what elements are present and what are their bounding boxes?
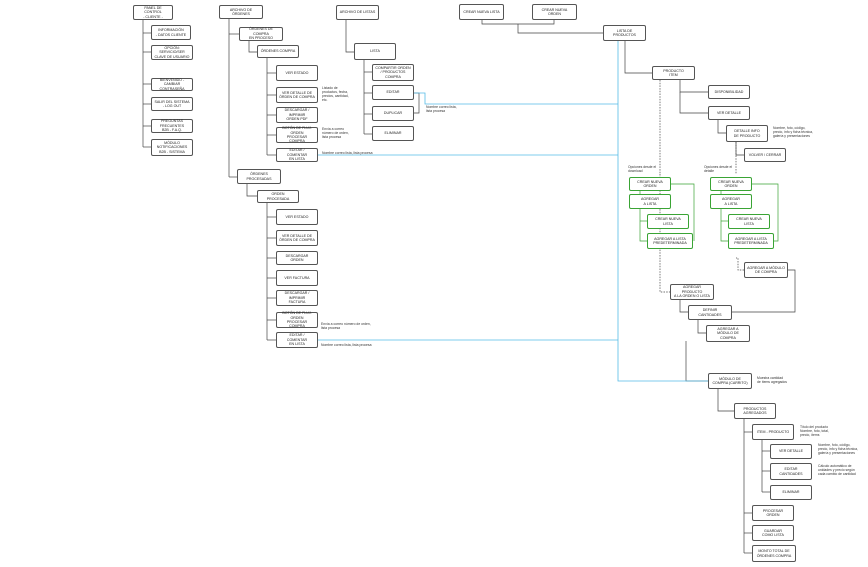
node-panel-control[interactable]: PANEL DE CONTROL - CLIENTE - — [133, 5, 173, 20]
node-editar-cantidades[interactable]: EDITAR CANTIDADES — [770, 463, 812, 480]
connector-line — [679, 300, 688, 313]
node-modulo-compra[interactable]: MÓDULO DE COMPRA (CARRITO) — [708, 373, 752, 389]
node-ver-estado-a[interactable]: VER ESTADO — [276, 65, 318, 81]
connector-line — [517, 24, 603, 34]
connector-line — [735, 142, 744, 156]
node-compartir[interactable]: COMPARTIR ORDEN / PRODUCTOS COMPRA — [372, 64, 414, 81]
connector-line — [345, 20, 354, 53]
connector-line — [481, 20, 555, 25]
node-informacion[interactable]: INFORMACIÓN - DATOS CLIENTE — [151, 25, 191, 40]
node-boton-flujo-b[interactable]: BOTÓN DE FLUJ. ORDEN PROCESAR COMPRA — [276, 311, 318, 328]
node-archivo-listas[interactable]: ARCHIVO DE LISTAS — [336, 5, 379, 20]
connector-line — [685, 341, 708, 382]
node-editar-a[interactable]: EDITAR / COMENTAR EN LISTA — [276, 148, 318, 162]
connector-line — [717, 120, 726, 134]
node-editar-lista[interactable]: EDITAR — [372, 85, 414, 100]
node-agregar-producto[interactable]: AGREGAR PRODUCTO A LA ORDEN O LISTA — [670, 284, 714, 300]
node-orden-procesada[interactable]: ORDEN PROCESADA — [257, 190, 299, 203]
node-ver-detalle-a[interactable]: VER DETALLE DE ÓRDEN DE COMPRA — [276, 87, 318, 103]
node-boton-flujo-a[interactable]: BOTÓN DE FLUJ. ORDEN PROCESAR COMPRA — [276, 126, 318, 143]
note-opciones-left: Opciones desde el download — [628, 165, 657, 174]
node-ordenes-procesadas[interactable]: ÓRDENES PROCESADAS — [237, 169, 281, 184]
connector-line — [414, 92, 420, 114]
connector-line — [679, 80, 708, 93]
connector-line — [732, 269, 796, 313]
node-crear-nueva-orden[interactable]: CREAR NUEVA ORDEN — [532, 4, 577, 20]
node-agregar-predet-left[interactable]: AGREGAR A LISTA PREDETERMINADA — [647, 233, 693, 249]
node-guardar-lista[interactable]: GUARDAR COMO LISTA — [752, 525, 794, 541]
node-crear-lista-left[interactable]: CREAR NUEVA LISTA — [647, 214, 689, 229]
node-agregar-predet-right[interactable]: AGREGAR A LISTA PREDETERMINADA — [728, 233, 774, 249]
note-nombre-a: Nombre correo lista, lista procesa — [322, 151, 373, 155]
note-nombre-c: Nombre, foto, código, precio, info y fic… — [818, 443, 858, 456]
node-item-producto[interactable]: ITEM - PRODUCTO — [752, 424, 794, 440]
node-productos-agregados[interactable]: PRODUCTOS AGREGADOS — [734, 403, 776, 419]
node-ver-detalle[interactable]: VER DETALLE — [708, 106, 750, 120]
node-descargar-orden-b[interactable]: DESCARGAR ORDEN — [276, 251, 318, 265]
node-editar-b[interactable]: EDITAR / COMENTAR EN LISTA — [276, 332, 318, 348]
node-ordenes-compra[interactable]: ÓRDENES COMPRA — [257, 45, 299, 58]
note-titulo: Título del producto Nombre, foto, total,… — [800, 425, 829, 438]
node-ordenes-en-proceso[interactable]: ÓRDENES DE COMPRA EN PROCESO — [239, 27, 283, 41]
node-preguntas[interactable]: PREGUNTAS FRECUENTES B2B - F.A.Q. — [151, 119, 193, 133]
node-descargar-factura[interactable]: DESCARGAR / IMPRIMIR FACTURA — [276, 290, 318, 306]
node-archivo-ordenes[interactable]: ARCHIVO DE ÓRDENES — [219, 5, 263, 19]
node-ver-estado-b[interactable]: VER ESTADO — [276, 209, 318, 225]
connector-line — [697, 320, 706, 334]
node-modulo-notificaciones[interactable]: MÓDULO NOTIFICACIONES B2B - SISTEMA — [151, 139, 193, 156]
node-ver-factura[interactable]: VER FACTURA — [276, 270, 318, 286]
connector-line — [679, 92, 708, 114]
node-agregar-lista-right[interactable]: AGREGAR A LISTA — [710, 194, 752, 209]
node-bienvenido[interactable]: BIENVENIDO - CAMBIAR CONTRASEÑA — [151, 78, 193, 91]
note-opciones-right: Opciones desde el detalle — [704, 165, 733, 174]
connector-line — [659, 174, 670, 293]
note-calculo: Cálculo automático de unidades y precio … — [818, 464, 856, 477]
note-nombre-foto: Nombre, foto, código, precio, info y fic… — [773, 126, 813, 139]
note-envio-a: Envía a correo número de orden, lista pr… — [322, 127, 349, 140]
node-crear-nueva-lista[interactable]: CREAR NUEVA LISTA — [459, 4, 504, 20]
node-lista-productos[interactable]: LISTA DE PRODUCTOS — [603, 25, 646, 41]
node-lista[interactable]: LISTA — [354, 43, 396, 60]
node-descargar-a[interactable]: DESCARGAR / IMPRIMIR ORDEN PDF — [276, 107, 318, 123]
note-nombre-lista: Nombre correo lista, lista procesa — [426, 105, 457, 114]
connector-line — [246, 184, 257, 197]
node-disponibilidad[interactable]: DISPONIBILIDAD — [708, 85, 750, 99]
connector-line — [248, 41, 257, 53]
note-envio-b: Envía a correo número de orden, lista pr… — [321, 322, 371, 331]
node-duplicar[interactable]: DUPLICAR — [372, 106, 414, 121]
connector-line — [717, 389, 734, 412]
node-procesar-orden[interactable]: PROCESAR ORDEN — [752, 505, 794, 521]
connector-line — [624, 41, 652, 74]
node-definir-cantidades[interactable]: DEFINIR CANTIDADES — [688, 305, 732, 320]
node-detalle-info[interactable]: DETALLE INFO DE PRODUCTO — [726, 125, 768, 142]
note-cantidad: Muestra cantidad de ítems agregados — [757, 376, 787, 385]
connector-line — [671, 183, 695, 241]
node-crear-orden-right[interactable]: CREAR NUEVA ORDEN — [710, 177, 752, 191]
node-producto-item[interactable]: PRODUCTO ITEM — [652, 66, 695, 80]
node-ver-detalle-c[interactable]: VER DETALLE — [770, 444, 812, 459]
node-opcion-usuario[interactable]: OPCIÓN: SERVICIO/SER CLAVE DE USUARIO — [151, 45, 193, 60]
node-agregar-modulo[interactable]: AGREGAR A MÓDULO DE COMPRA — [706, 325, 750, 342]
node-monto-total[interactable]: MONTO TOTAL DE ÓRDENES COMPRA — [752, 545, 796, 562]
connector-line — [414, 92, 618, 105]
node-ver-detalle-b[interactable]: VER DETALLE DE ÓRDEN DE COMPRA — [276, 230, 318, 246]
connector-line — [752, 183, 779, 242]
node-agregar-lista-left[interactable]: AGREGAR A LISTA — [629, 194, 671, 209]
connector-line — [639, 209, 647, 242]
node-eliminar-c[interactable]: ELIMINAR — [770, 485, 812, 500]
node-crear-lista-right[interactable]: CREAR NUEVA LISTA — [728, 214, 770, 229]
node-agregar-modulo-right[interactable]: AGREGAR A MÓDULO DE COMPRA — [744, 262, 788, 278]
note-nombre-b: Nombre correo lista, lista procesa — [321, 343, 372, 347]
node-crear-orden-left[interactable]: CREAR NUEVA ORDEN — [629, 177, 671, 191]
node-eliminar-lista[interactable]: ELIMINAR — [372, 126, 414, 141]
connector-line — [720, 209, 728, 242]
connector-line — [617, 41, 708, 382]
note-listado: Listado de productos, fecha, precios, ca… — [322, 86, 349, 103]
node-volver-cerrar[interactable]: VOLVER / CERRAR — [744, 148, 786, 162]
connector-line — [736, 257, 744, 271]
node-salir[interactable]: SALIR DEL SISTEMA - LOG OUT — [151, 97, 193, 111]
